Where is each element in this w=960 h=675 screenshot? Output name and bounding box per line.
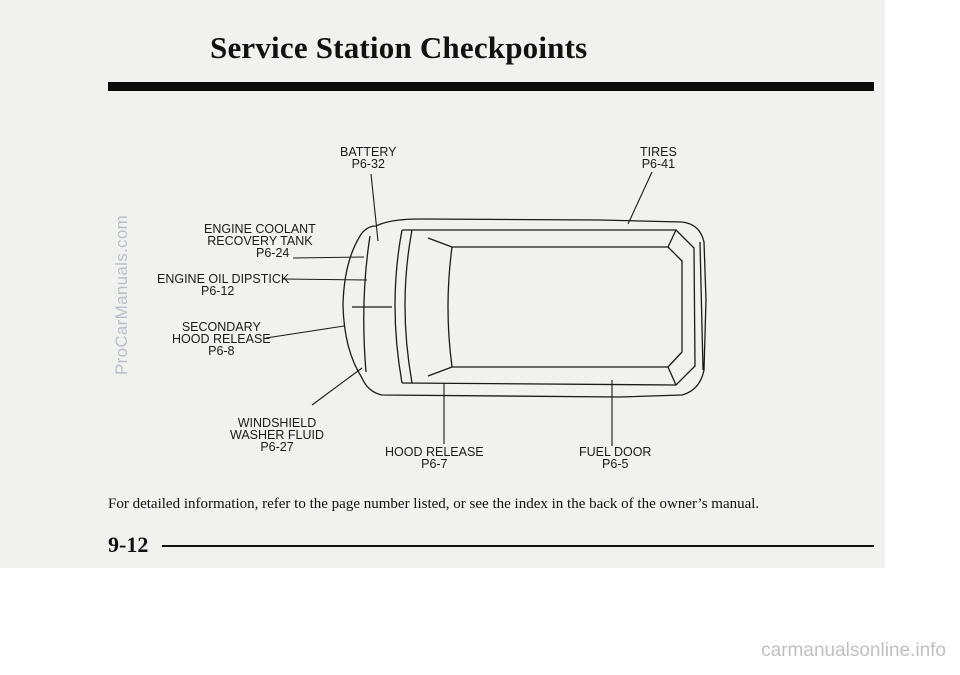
- hood-release-page-ref: P6-7: [421, 457, 448, 471]
- tires-callout: TIRES P6-41: [640, 145, 677, 171]
- fuel-door-label: FUEL DOOR: [579, 445, 652, 459]
- footer-rule: [162, 545, 874, 547]
- hood-release-label: HOOD RELEASE: [385, 445, 484, 459]
- scanned-page: [0, 0, 885, 568]
- washer-label-line1: WINDSHIELD: [237, 416, 317, 430]
- washer-callout: WINDSHIELD WASHER FLUID P6-27: [230, 416, 324, 454]
- fuel-door-page-ref: P6-5: [602, 457, 629, 471]
- caption-text: For detailed information, refer to the p…: [108, 496, 760, 512]
- page-title: Service Station Checkpoints: [210, 30, 588, 65]
- roof-panel: [427, 237, 683, 377]
- windshield-outline: [394, 229, 403, 384]
- washer-leader: [311, 367, 363, 406]
- coolant-page-ref: P6-24: [256, 246, 290, 260]
- battery-page-ref: P6-32: [351, 157, 385, 171]
- hood-release-callout: HOOD RELEASE P6-7: [385, 445, 484, 471]
- hood-panel-line: [363, 235, 371, 373]
- title-rule: [108, 82, 874, 91]
- dipstick-leader: [281, 278, 368, 281]
- fuel-door-callout: FUEL DOOR P6-5: [579, 445, 652, 471]
- secondary-release-callout: SECONDARY HOOD RELEASE P6-8: [172, 320, 271, 358]
- coolant-label-line1: ENGINE COOLANT: [204, 222, 316, 236]
- battery-leader: [370, 173, 379, 242]
- battery-callout: BATTERY P6-32: [340, 145, 397, 171]
- coolant-leader: [292, 256, 365, 259]
- vehicle-roof-outline: [401, 229, 696, 386]
- dipstick-page-ref: P6-12: [201, 284, 235, 298]
- tires-page-ref: P6-41: [641, 157, 676, 171]
- page-number: 9-12: [108, 532, 149, 557]
- tires-leader: [627, 171, 653, 225]
- secondary-release-page-ref: P6-8: [208, 344, 235, 358]
- secondary-release-label-line2: HOOD RELEASE: [172, 332, 271, 346]
- vehicle-body-outline: [342, 218, 707, 398]
- washer-label-line2: WASHER FLUID: [230, 428, 324, 442]
- secondary-release-leader: [265, 325, 345, 339]
- coolant-label-line2: RECOVERY TANK: [207, 234, 313, 248]
- secondary-release-label-line1: SECONDARY: [181, 320, 261, 334]
- bottom-watermark: carmanualsonline.info: [761, 640, 946, 661]
- battery-label: BATTERY: [340, 145, 397, 159]
- dipstick-callout: ENGINE OIL DIPSTICK P6-12: [157, 272, 290, 298]
- tires-label: TIRES: [640, 145, 677, 159]
- washer-page-ref: P6-27: [260, 440, 294, 454]
- coolant-callout: ENGINE COOLANT RECOVERY TANK P6-24: [204, 222, 316, 260]
- side-watermark: ProCarManuals.com: [112, 214, 131, 375]
- dipstick-label: ENGINE OIL DIPSTICK: [157, 272, 290, 286]
